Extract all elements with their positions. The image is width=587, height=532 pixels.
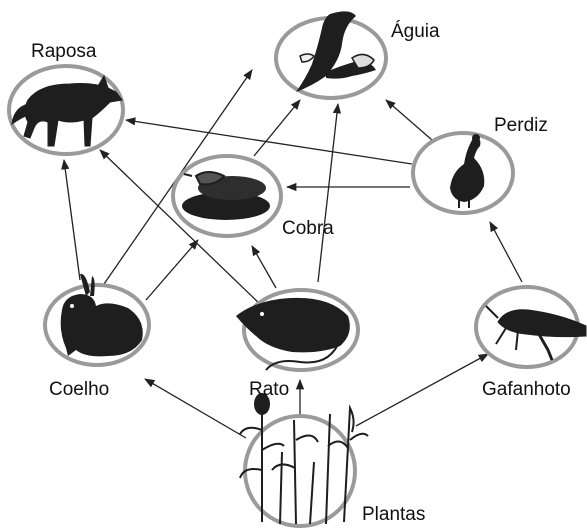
label-raposa: Raposa [31,42,97,61]
arrows [64,70,522,438]
label-coelho: Coelho [49,380,109,399]
label-rato: Rato [249,380,289,399]
label-plantas: Plantas [362,505,425,524]
arrow-perdiz-to-raposa [126,120,412,164]
gafanhoto-node [476,287,586,367]
arrow-gafanhoto-to-perdiz [490,222,522,282]
coelho-node [45,274,149,365]
aguia-node [276,11,386,98]
arrow-plantas-to-coelho [145,379,246,438]
rato-node [236,290,358,370]
label-aguia: Águia [391,22,440,41]
label-gafanhoto: Gafanhoto [482,380,571,399]
arrow-rato-to-cobra [252,246,276,288]
arrow-coelho-to-raposa [64,160,80,280]
raposa-node [9,66,123,154]
arrow-coelho-to-cobra [146,240,198,300]
arrow-rato-to-aguia [318,104,338,282]
arrow-perdiz-to-aguia [386,100,432,140]
cobra-node [173,156,281,236]
arrow-plantas-to-gafanhoto [356,354,488,426]
label-perdiz: Perdiz [494,116,548,135]
perdiz-node [413,133,513,213]
plantas-node [240,394,368,526]
label-cobra: Cobra [282,219,334,238]
arrow-cobra-to-aguia [254,100,300,156]
